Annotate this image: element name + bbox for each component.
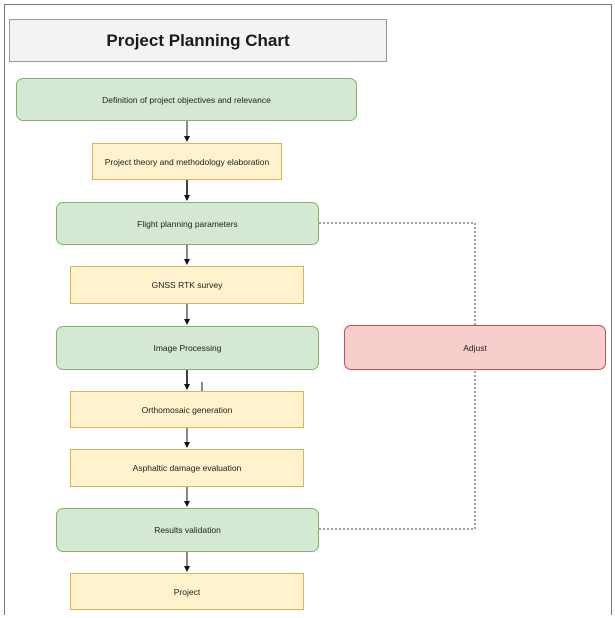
step-objectives: Definition of project objectives and rel… [16,78,357,121]
step-results-validation: Results validation [56,508,319,552]
step-image-processing: Image Processing [56,326,319,370]
chart-title: Project Planning Chart [9,19,387,62]
step-damage-evaluation: Asphaltic damage evaluation [70,449,304,487]
step-theory-methodology: Project theory and methodology elaborati… [92,143,282,180]
step-project: Project [70,573,304,610]
step-gnss-survey: GNSS RTK survey [70,266,304,304]
feedback-line-bottom [319,370,476,530]
diagram-frame [4,4,612,615]
feedback-line-top [319,222,476,325]
step-flight-planning: Flight planning parameters [56,202,319,245]
step-orthomosaic: Orthomosaic generation [70,391,304,428]
adjust-box: Adjust [344,325,606,370]
